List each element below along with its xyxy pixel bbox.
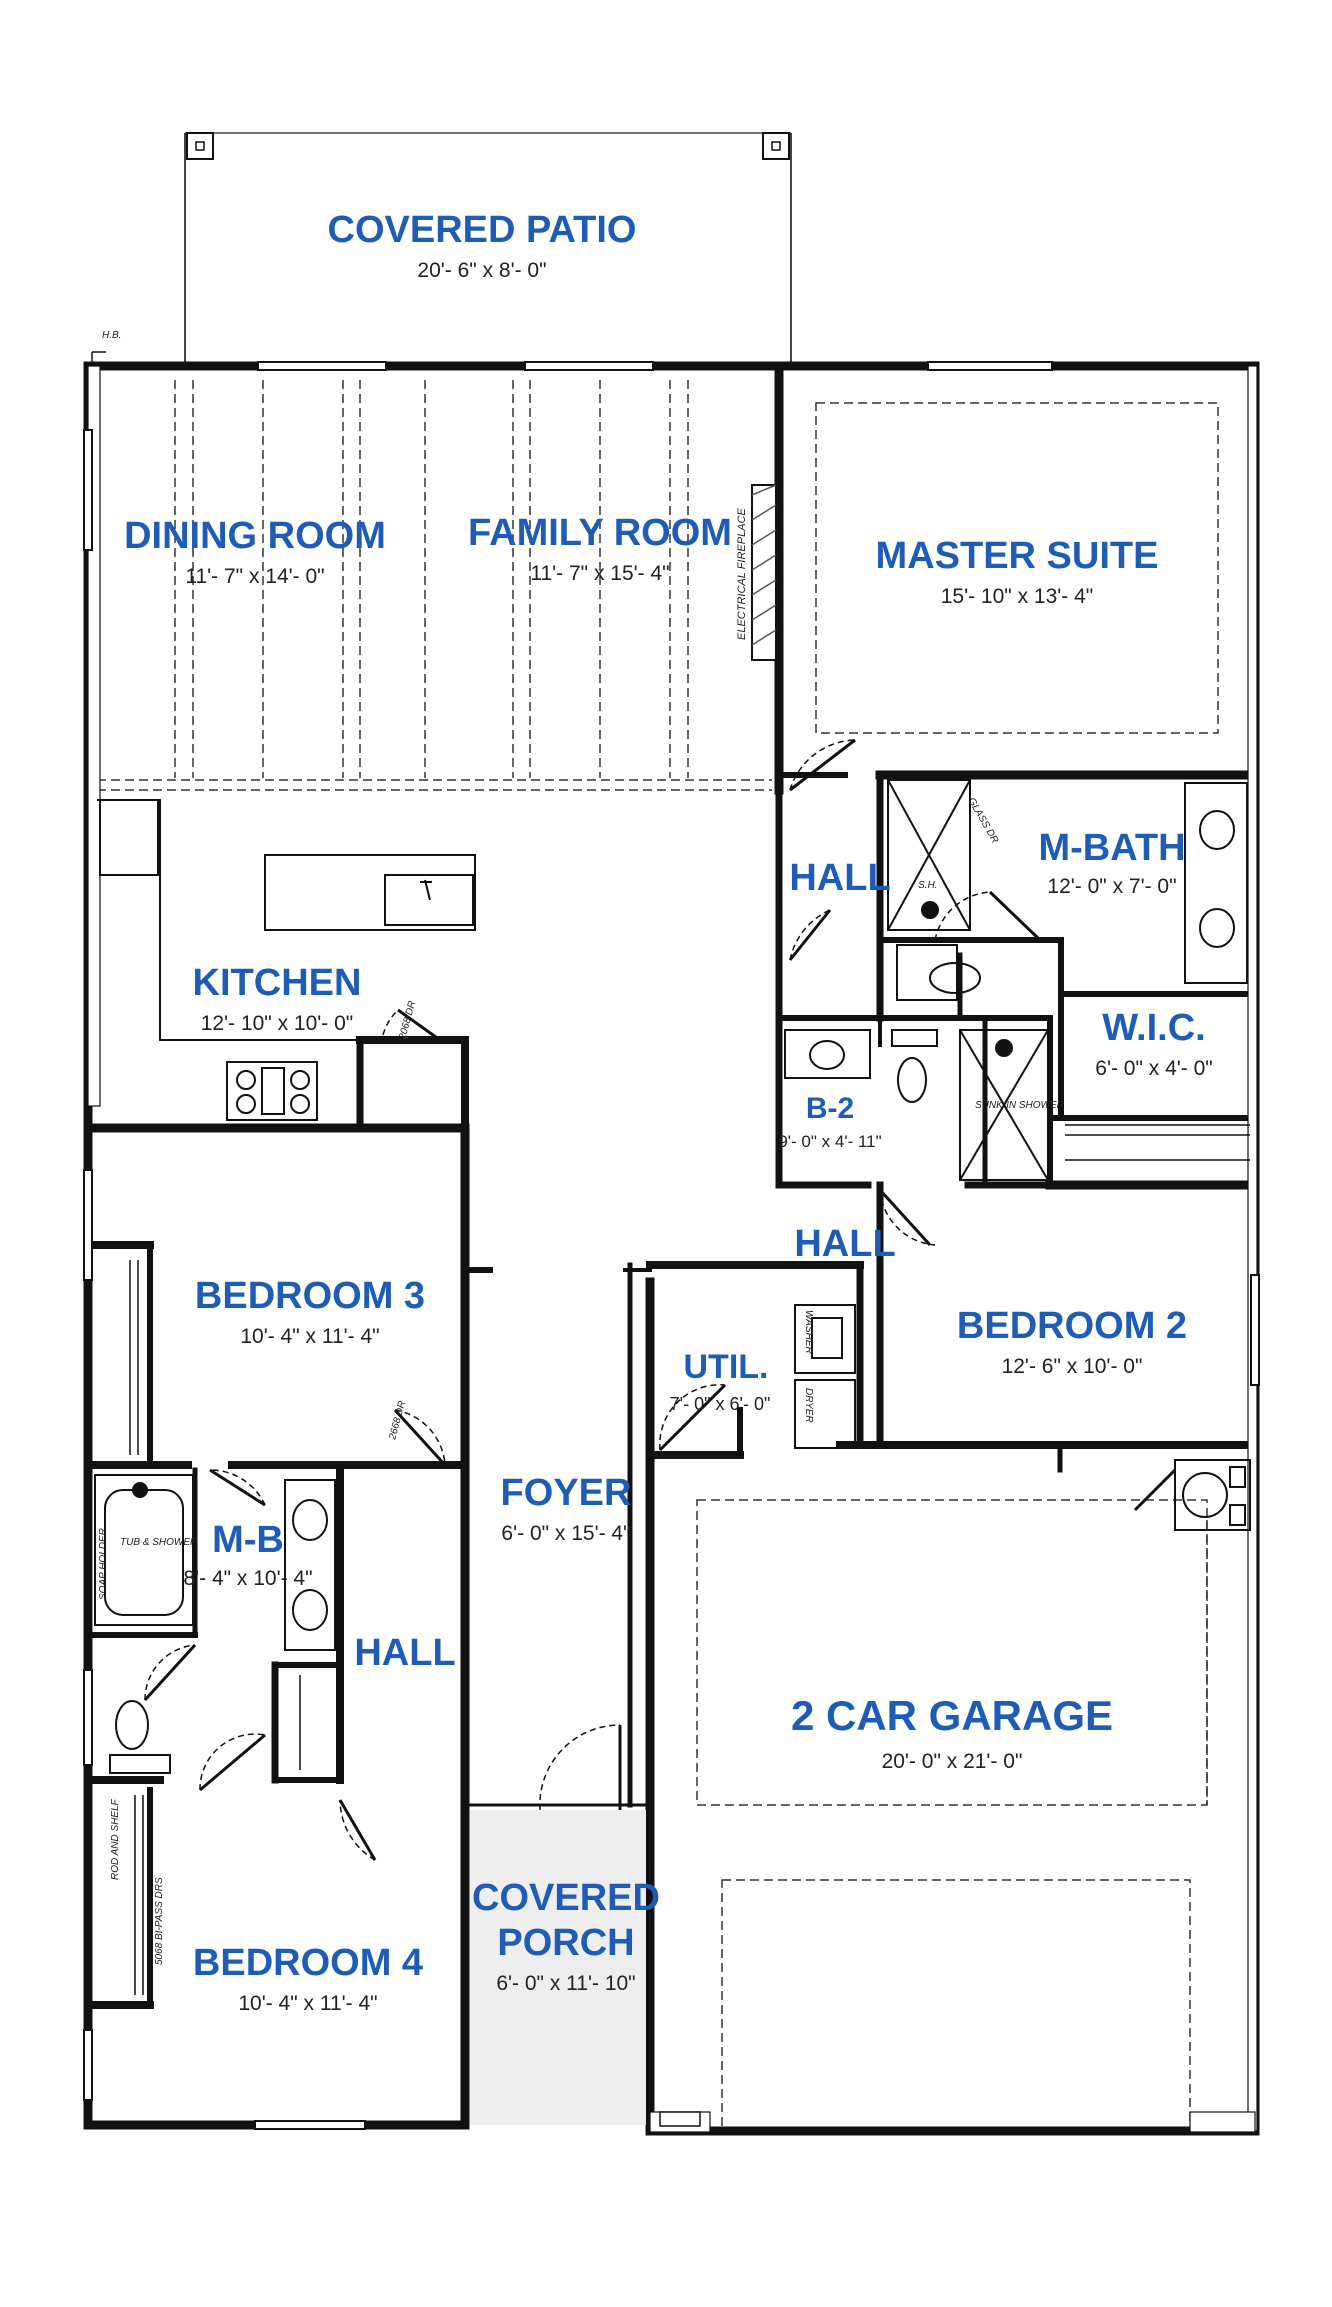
hall-lower-name: HALL [354,1632,455,1674]
toilet-icon [929,962,981,994]
mb-dim: 8'- 4" x 10'- 4" [183,1567,312,1590]
tub-shower-note: TUB & SHOWER [120,1537,197,1548]
soffit-lines [97,380,1219,2131]
closets [129,1260,144,1995]
covered-porch-name-2: PORCH [497,1922,634,1964]
master-suite-dim: 15'- 10" x 13'- 4" [941,585,1094,608]
covered-porch-name-1: COVERED [472,1877,660,1919]
water-heater-icon [1174,1459,1251,1531]
bedroom-3-name: BEDROOM 3 [195,1275,425,1317]
sink-icon [809,1040,845,1070]
walls [83,361,1260,2136]
garage-step [659,2111,701,2127]
laundry [794,1304,856,1449]
door-leaves [143,738,1177,1861]
mb-fixtures [94,1474,336,1774]
wall-hatching [87,365,1258,2133]
sink-icon [292,1589,328,1631]
sink-icon [1199,908,1235,948]
kitchen-dim: 12'- 10" x 10'- 0" [201,1012,354,1035]
util-name: UTIL. [684,1348,769,1386]
mb-name: M-B [212,1519,284,1561]
b2-name: B-2 [806,1092,854,1125]
covered-patio-name: COVERED PATIO [328,209,637,251]
bedroom-2-dim: 12'- 6" x 10'- 0" [1002,1355,1143,1378]
m-bath-dim: 12'- 0" x 7'- 0" [1047,875,1176,898]
door-swing-icon [789,739,856,791]
door-swing-icon [199,1733,266,1791]
kitchen-counters [97,799,476,1041]
door-swing-icon [394,1409,446,1466]
bedroom-4-name: BEDROOM 4 [193,1942,423,1984]
garage-dim: 20'- 0" x 21'- 0" [882,1750,1023,1773]
master-suite-name: MASTER SUITE [876,535,1159,577]
kitchen-name: KITCHEN [193,962,362,1004]
b2-dim: 9'- 0" x 4'- 11" [778,1132,881,1151]
soap-holder-note: SOAP HOLDER [98,1528,109,1600]
electrical-fireplace: ELECTRICAL FIREPLACE [736,484,777,661]
wic-dim: 6'- 0" x 4'- 0" [1095,1057,1212,1080]
door-swing-icon [879,1189,936,1246]
hall-mid-name: HALL [794,1223,895,1265]
bypass-doors-note: 5068 BI-PASS DRS [154,1877,165,1965]
sink-icon [292,1499,328,1541]
door-swing-icon [382,1009,399,1036]
foyer-dim: 6'- 0" x 15'- 4" [501,1522,630,1545]
covered-porch-area [470,1810,646,2125]
fireplace-note: ELECTRICAL FIREPLACE [736,507,748,640]
range-icon [226,1061,318,1121]
rod-shelf-note: ROD AND SHELF [110,1798,121,1880]
covered-porch-dim: 6'- 0" x 11'- 10" [496,1972,635,1995]
hose-bib-note: H.B. [102,330,121,341]
covered-patio: COVERED PATIO 20'- 6" x 8'- 0" H.B. [91,132,792,368]
windows [83,361,1260,2130]
washer-icon [794,1304,856,1374]
bedroom-4-dim: 10'- 4" x 11'- 4" [238,1992,377,2015]
door-swing-icon [209,1469,266,1506]
bedroom-2-name: BEDROOM 2 [957,1305,1187,1347]
family-room-name: FAMILY ROOM [468,512,732,554]
garage-name: 2 CAR GARAGE [791,1692,1113,1739]
door-swing-icon [339,1799,376,1861]
door-swing-icon [659,1384,726,1451]
toilet-icon [897,1057,927,1103]
door-swing-icon [144,1644,196,1701]
dryer-note: DRYER [803,1388,814,1423]
toilet-icon [115,1700,149,1750]
sunken-shower-note: SUNK-IN SHOWER [975,1100,1064,1111]
washer-note: WASHER [803,1310,814,1354]
door-swing-icon [789,909,831,961]
wic-name: W.I.C. [1102,1007,1205,1049]
shower-seat-note: S.H. [918,880,937,891]
util-dim: 7'- 0" x 6'- 0" [670,1394,771,1414]
door-swing-icon [539,1724,621,1811]
hall-upper-name: HALL [789,857,890,899]
foyer-name: FOYER [501,1472,632,1514]
dining-room-name: DINING ROOM [124,515,386,557]
sink-icon [1199,810,1235,850]
tub-icon [94,1474,194,1626]
door-swings [144,739,991,1861]
room-labels: DINING ROOM 11'- 7" x 14'- 0" FAMILY ROO… [124,512,1213,2015]
covered-patio-dim: 20'- 6" x 8'- 0" [417,259,546,282]
dryer-icon [794,1379,856,1449]
family-room-dim: 11'- 7" x 15'- 4" [530,562,669,585]
dining-room-dim: 11'- 7" x 14'- 0" [185,565,324,588]
m-bath-name: M-BATH [1038,827,1185,869]
bedroom-3-dim: 10'- 4" x 11'- 4" [240,1325,379,1348]
wic-shelving [1065,1124,1250,1161]
b2-fixtures [784,1029,1049,1181]
